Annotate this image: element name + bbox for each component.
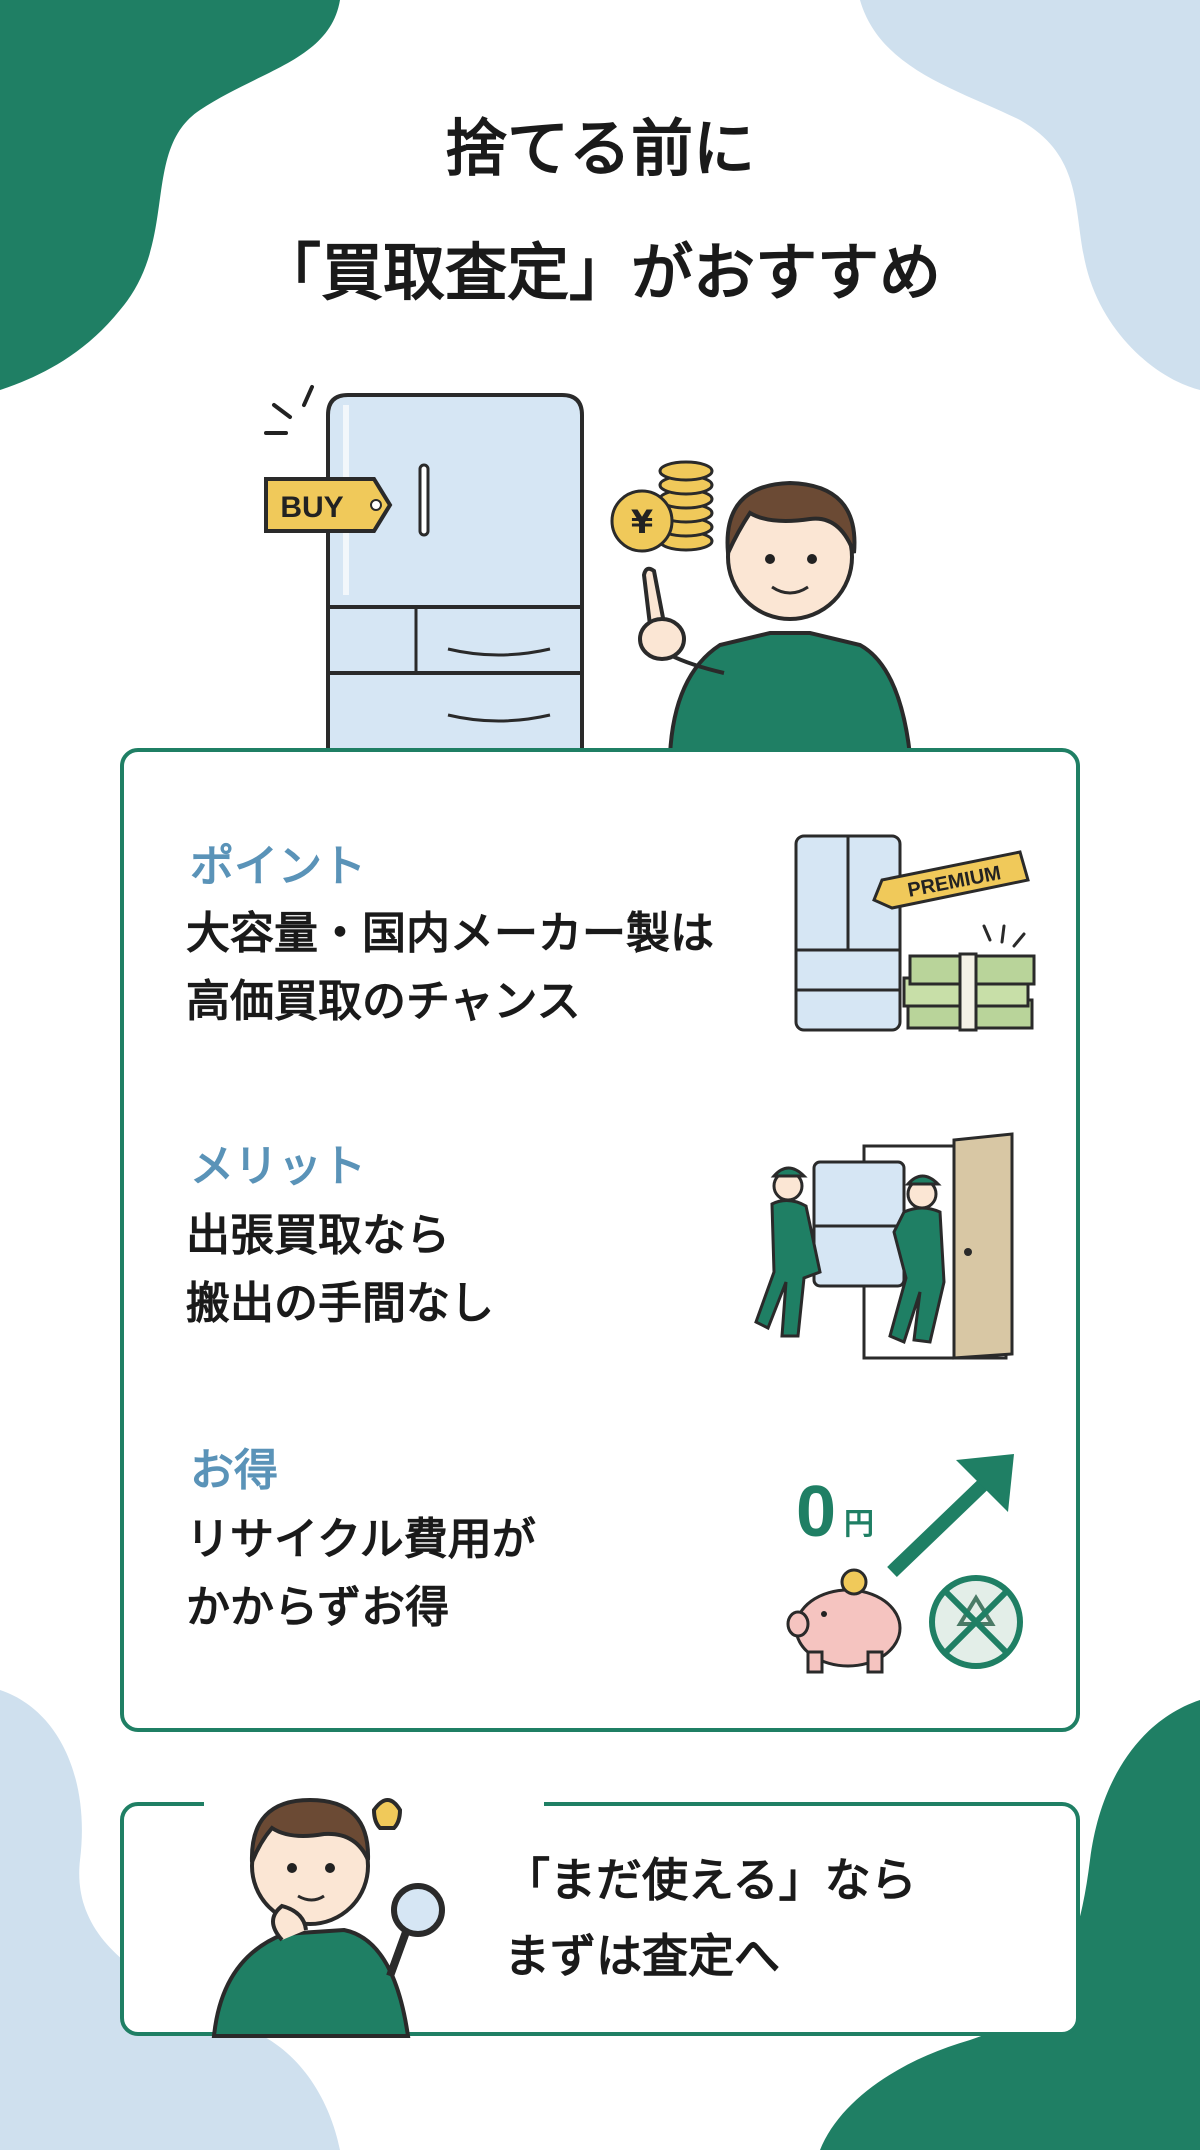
sparkle-icon (264, 385, 314, 435)
buy-tag-label: BUY (280, 491, 343, 524)
section-body-merit: 出張買取なら 搬出の手間なし (186, 1210, 494, 1329)
buy-tag-icon (264, 477, 393, 533)
yen-coin-symbol: ¥ (631, 503, 653, 541)
coins-icon (610, 460, 714, 553)
section-heading-merit: メリット (190, 1141, 366, 1192)
delivery-movers-icon (754, 1132, 1014, 1360)
section-heading-deal: お得 (190, 1445, 278, 1496)
person-pointing-icon (638, 480, 913, 755)
benefits-card: ポイント 大容量・国内メーカー製は 高価買取のチャンス PREMIUM メリット… (120, 748, 1080, 1732)
lightbulb-icon (371, 1798, 403, 1830)
zero-amount: 0 (796, 1472, 836, 1552)
no-recycle-fee-icon (929, 1575, 1023, 1669)
corner-blob-bottom-right (820, 1700, 1200, 2150)
arrow-up-icon (887, 1454, 1014, 1578)
title-line-2: 「買取査定」がおすすめ (258, 236, 941, 309)
piggy-bank-icon (786, 1568, 902, 1674)
cta-banner: 「まだ使える」なら まずは査定へ (120, 1797, 1080, 2038)
page-title: 捨てる前に 「買取査定」がおすすめ (0, 118, 1200, 304)
section-body-deal: リサイクル費用が かからずお得 (186, 1514, 536, 1633)
premium-fridge-icon: PREMIUM (794, 834, 1036, 1032)
thinking-person-icon (211, 1797, 445, 2038)
hero-illustration: BUY ¥ (264, 385, 913, 755)
refrigerator-icon (326, 393, 584, 755)
title-line-1: 捨てる前に (444, 112, 755, 185)
corner-blob-top-right (860, 0, 1200, 390)
section-body-point: 大容量・国内メーカー製は 高価買取のチャンス (186, 908, 714, 1027)
yen-unit: 円 (844, 1507, 874, 1542)
corner-blob-top-left (0, 0, 340, 390)
section-heading-point: ポイント (190, 841, 366, 892)
magnifier-icon (391, 1883, 445, 1937)
savings-icon: 0 円 (786, 1454, 1023, 1674)
cash-stack-icon (902, 952, 1036, 1032)
cta-text: 「まだ使える」なら まずは査定へ (504, 1853, 917, 1983)
